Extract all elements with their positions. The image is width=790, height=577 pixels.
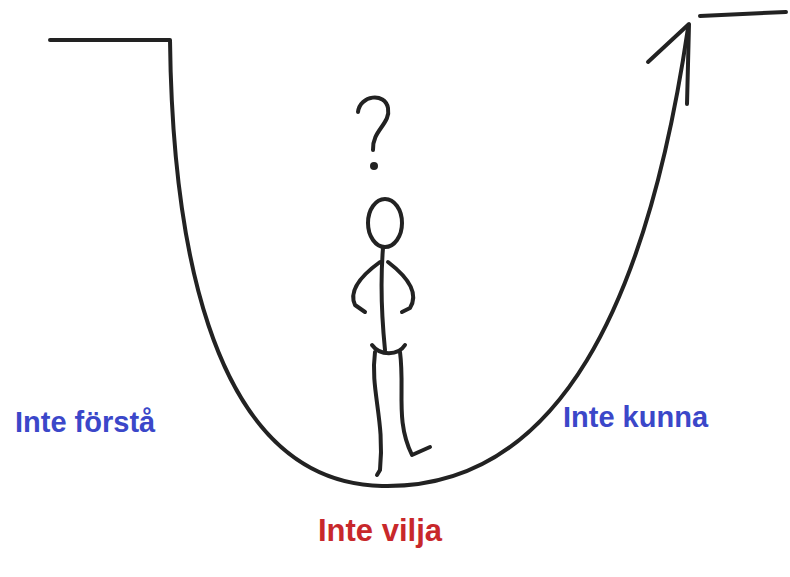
stage-label: Inte förstå xyxy=(15,405,155,440)
stage-label: Inte kunna xyxy=(563,400,708,435)
plateau-line xyxy=(700,12,786,16)
arrow-head xyxy=(648,24,689,104)
figure-arm-right xyxy=(388,262,413,312)
figure-arm-left xyxy=(353,262,380,312)
figure-leg-left xyxy=(374,352,381,475)
question-dot xyxy=(370,162,378,170)
stage-label: Inte vilja xyxy=(318,512,442,549)
figure-head xyxy=(368,199,402,247)
question-mark xyxy=(358,97,388,150)
figure-leg-right xyxy=(400,352,430,455)
figure-body xyxy=(382,248,385,350)
